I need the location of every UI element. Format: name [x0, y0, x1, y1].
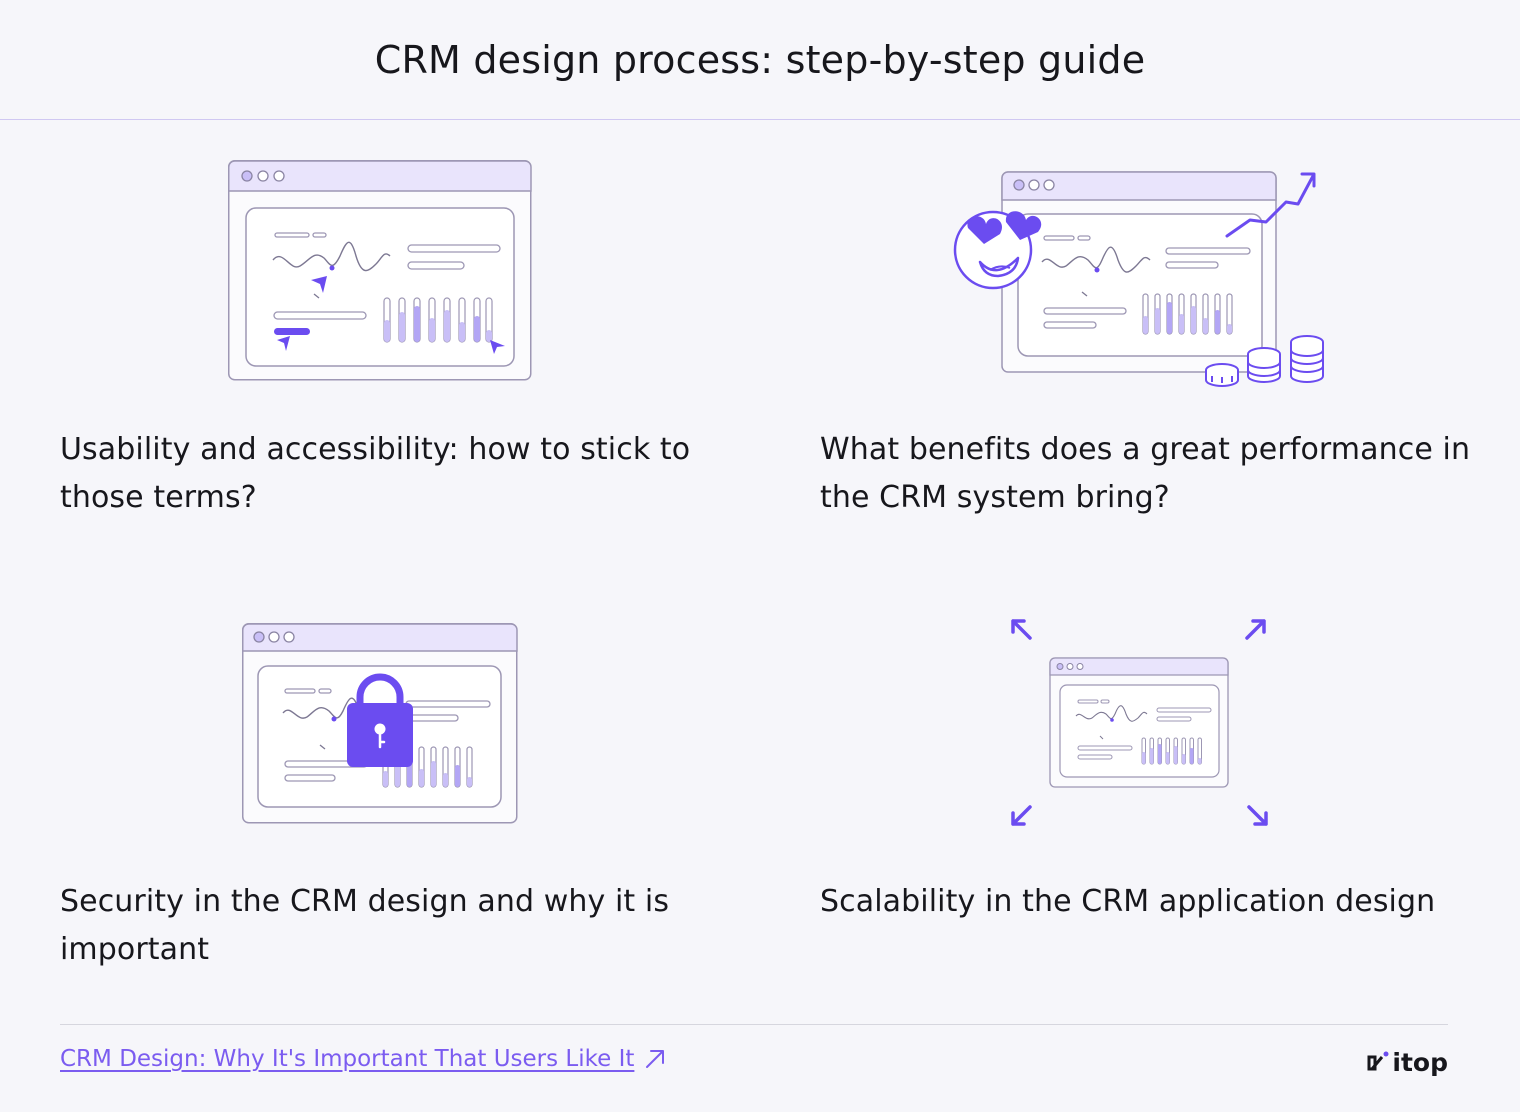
- card-performance: What benefits does a great performance i…: [760, 120, 1520, 560]
- dashboard-growth-icon: [953, 171, 1324, 387]
- footer-link-text[interactable]: CRM Design: Why It's Important That User…: [60, 1046, 635, 1072]
- logo-mark-icon: [1367, 1051, 1389, 1070]
- card-title-usability: Usability and accessibility: how to stic…: [60, 432, 691, 515]
- external-arrow-icon: [646, 1050, 665, 1068]
- logo-text: itop: [1392, 1048, 1448, 1077]
- footer-divider: [60, 1024, 1448, 1025]
- card-scalability: Scalability in the CRM application desig…: [760, 560, 1520, 1000]
- card-title-performance: What benefits does a great performance i…: [820, 432, 1471, 515]
- card-security: Security in the CRM design and why it is…: [0, 560, 760, 1000]
- page-title: CRM design process: step-by-step guide: [374, 37, 1146, 82]
- card-title-security: Security in the CRM design and why it is…: [60, 884, 670, 967]
- card-title-scalability: Scalability in the CRM application desig…: [820, 884, 1436, 919]
- dashboard-cursors-icon: [228, 160, 532, 381]
- card-usability: Usability and accessibility: how to stic…: [0, 120, 760, 560]
- brand-logo: itop: [1366, 1048, 1448, 1077]
- dashboard-scale-icon: [1011, 619, 1268, 826]
- dashboard-lock-icon: [242, 623, 518, 824]
- page-header: CRM design process: step-by-step guide: [0, 0, 1520, 120]
- footer-article-link[interactable]: CRM Design: Why It's Important That User…: [60, 1046, 666, 1072]
